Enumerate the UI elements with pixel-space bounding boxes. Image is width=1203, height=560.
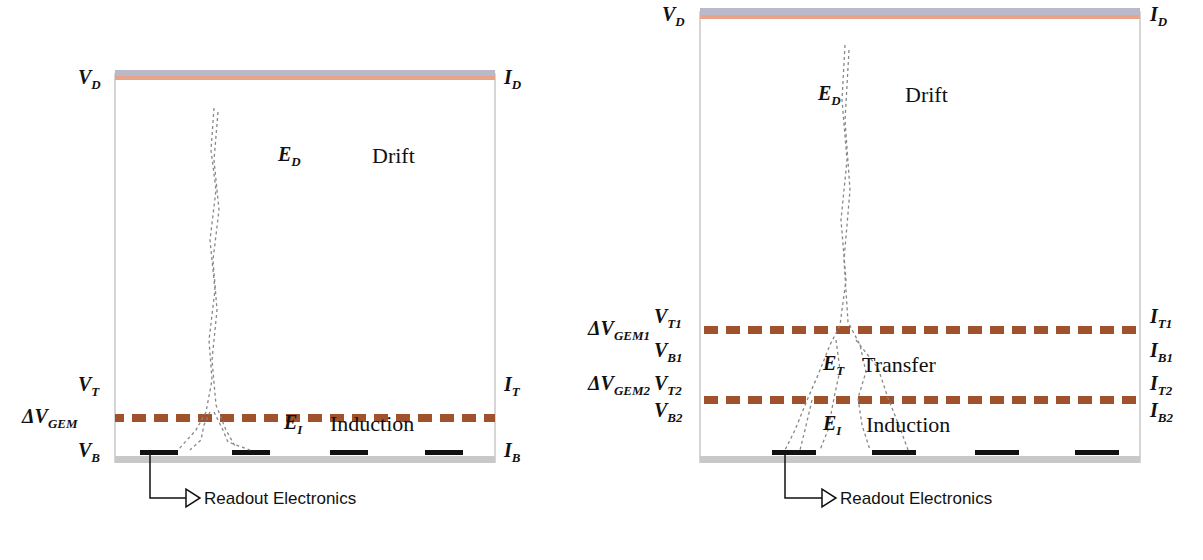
gem-voltage-label: ΔVGEM2 (588, 372, 650, 398)
readout-label: Readout Electronics (840, 490, 992, 509)
field-label: EI (284, 411, 302, 437)
current-label: IT1 (1150, 305, 1172, 331)
region-label: Drift (905, 83, 948, 107)
voltage-label: VB1 (654, 339, 683, 365)
field-label: ED (278, 143, 301, 169)
voltage-label: VB (78, 439, 100, 465)
current-label: IB (504, 439, 520, 465)
gem-voltage-label: ΔVGEM1 (588, 317, 650, 343)
current-label: ID (504, 66, 521, 92)
region-label: Induction (330, 412, 414, 436)
readout-label: Readout Electronics (204, 490, 356, 509)
region-label: Drift (372, 144, 415, 168)
field-label: ET (823, 352, 844, 378)
field-label: EI (823, 412, 841, 438)
voltage-label: VT (78, 373, 99, 399)
current-label: IB1 (1150, 339, 1173, 365)
voltage-label: VD (662, 3, 685, 29)
voltage-label: VD (78, 66, 101, 92)
current-label: IB2 (1150, 399, 1173, 425)
double-gem-detector (700, 8, 1140, 507)
gem-voltage-label: ΔVGEM (22, 405, 78, 431)
region-label: Induction (866, 413, 950, 437)
voltage-label: VT2 (654, 372, 682, 398)
voltage-label: VB2 (654, 399, 683, 425)
current-label: IT (504, 373, 520, 399)
single-gem-detector (115, 70, 495, 507)
region-label: Transfer (862, 353, 936, 377)
field-label: ED (818, 82, 841, 108)
current-label: IT2 (1150, 372, 1172, 398)
current-label: ID (1150, 3, 1167, 29)
voltage-label: VT1 (654, 305, 682, 331)
